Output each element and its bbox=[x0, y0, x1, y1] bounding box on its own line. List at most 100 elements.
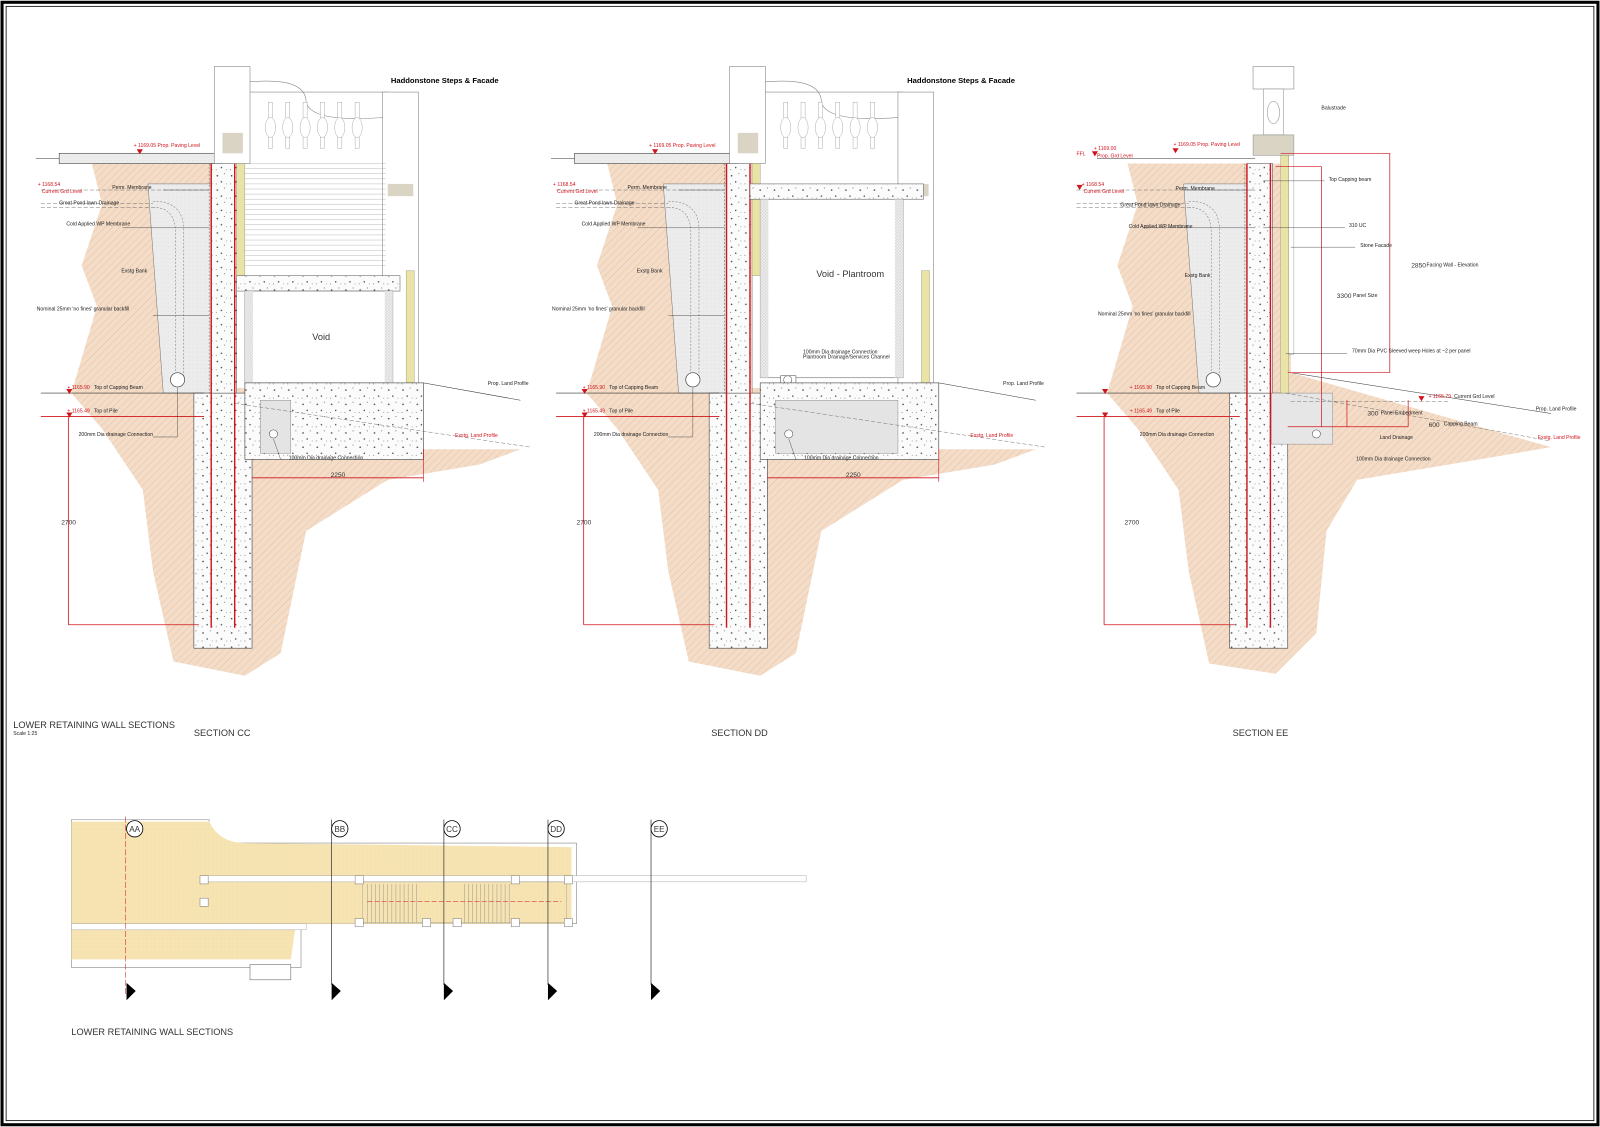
suspended-slab bbox=[749, 183, 924, 200]
grid-marker-label: EE bbox=[654, 825, 665, 834]
section-arrow-icon bbox=[443, 982, 454, 1001]
annotation-label: 200mm Dia drainage Connection bbox=[79, 432, 154, 438]
baluster-bulb bbox=[780, 117, 792, 138]
pier-plan bbox=[452, 918, 462, 928]
annotation-label: Cold Applied WP Membrane bbox=[582, 222, 646, 228]
pier-plan bbox=[564, 918, 573, 928]
blockwork-wall bbox=[384, 291, 393, 383]
concrete-pile bbox=[708, 392, 768, 649]
retaining-wall-stem bbox=[1246, 163, 1273, 394]
annotation-label: 200mm Dia drainage Connection bbox=[594, 432, 669, 438]
section-arrow-icon bbox=[651, 982, 661, 1001]
blockwork-wall bbox=[760, 199, 769, 378]
annotation-label: Exstg Bank bbox=[637, 269, 663, 275]
annotation-label: Current Grd Level bbox=[42, 189, 82, 195]
annotation-label: Land Drainage bbox=[1380, 435, 1414, 441]
annotation-label: + 1165.49 bbox=[67, 408, 90, 414]
capping-stone bbox=[1252, 134, 1295, 156]
annotation-label: Stone Facade bbox=[1360, 243, 1392, 249]
level-marker-icon bbox=[1172, 148, 1179, 154]
level-marker-icon bbox=[581, 412, 588, 418]
annotation-label: Current Grd Level bbox=[1084, 189, 1124, 195]
stone-facade bbox=[405, 270, 415, 384]
plantroom-void bbox=[759, 198, 904, 379]
pier-plan bbox=[354, 875, 364, 885]
section-arrow-icon bbox=[331, 982, 341, 1001]
baluster-bulb bbox=[867, 117, 878, 138]
grid-marker-label: AA bbox=[129, 825, 140, 834]
drainage-pipe bbox=[668, 207, 692, 376]
annotation-label: Plantroom Drainage/Services Channel bbox=[803, 354, 890, 360]
drainage-pipe bbox=[1188, 207, 1212, 376]
annotation-label: 100mm Dia drainage Connection bbox=[1356, 456, 1431, 462]
plan-feature bbox=[249, 964, 292, 981]
drain-pipe-section-icon bbox=[170, 372, 186, 388]
paving-slab bbox=[58, 152, 223, 164]
annotation-label: 2700 bbox=[1124, 520, 1139, 527]
baluster-bulb bbox=[299, 117, 311, 138]
annotation-label: Balustrade bbox=[1321, 105, 1346, 111]
annotation-label: Perm. Membrane bbox=[1176, 186, 1216, 192]
baluster-bulb bbox=[1267, 101, 1280, 124]
leader-line bbox=[273, 438, 281, 460]
level-marker-icon bbox=[581, 389, 588, 395]
annotation-label: 2850 bbox=[1411, 263, 1426, 270]
annotation-label: Cold Applied WP Membrane bbox=[66, 222, 130, 228]
existing-land-profile bbox=[749, 403, 1046, 448]
annotation-label: + 1169.05 Prop. Paving Level bbox=[134, 143, 201, 149]
void-space bbox=[244, 290, 394, 384]
annotation-label: 200mm Dia drainage Connection bbox=[1140, 432, 1215, 438]
annotation-label: Exstg. Land Profile bbox=[455, 433, 498, 439]
annotation-label: 300 bbox=[1367, 411, 1378, 418]
annotation-label: 2250 bbox=[331, 472, 346, 479]
annotation-label: Perm. Membrane bbox=[112, 185, 152, 191]
level-marker-icon bbox=[1418, 396, 1425, 402]
annotation-label: Top of Pile bbox=[1156, 408, 1180, 414]
drawing-scale: Scale 1:25 bbox=[13, 731, 37, 737]
annotation-label: Prop. Grd Level bbox=[1097, 153, 1133, 159]
pier-plan bbox=[564, 875, 573, 885]
annotation-label: Great Pond lawn Drainage bbox=[59, 200, 119, 206]
annotation-label: 100mm Dia drainage Connection bbox=[803, 349, 878, 355]
drainage-pipe bbox=[668, 201, 700, 376]
baluster-bulb bbox=[265, 117, 276, 138]
suspended-slab bbox=[236, 275, 401, 292]
level-marker-icon bbox=[66, 412, 73, 418]
pier-cap bbox=[737, 132, 759, 154]
leader-line bbox=[788, 438, 797, 460]
paving-slab bbox=[574, 152, 739, 164]
level-marker-icon bbox=[1091, 151, 1098, 157]
drain-pipe-section-icon bbox=[1205, 372, 1221, 388]
pier-plan bbox=[510, 875, 520, 885]
retaining-wall-stem bbox=[726, 163, 753, 394]
stone-facade bbox=[921, 270, 930, 384]
drain-connection-icon bbox=[269, 429, 278, 439]
grid-marker-label: BB bbox=[334, 825, 345, 834]
annotation-label: FFL bbox=[1077, 151, 1086, 157]
grid-marker-icon bbox=[650, 820, 668, 838]
annotation-label: 2700 bbox=[577, 520, 592, 527]
annotation-label: Exstg. Land Profile bbox=[970, 433, 1013, 439]
drawing-title: LOWER RETAINING WALL SECTIONS bbox=[13, 720, 175, 730]
section-header: Haddonstone Steps & Facade bbox=[907, 76, 1015, 85]
drainage-pipe bbox=[153, 207, 176, 376]
pier-plan bbox=[510, 918, 520, 928]
level-marker-icon bbox=[652, 149, 659, 155]
proposed-land-profile bbox=[938, 382, 1036, 401]
annotation-label: + 1168.54 bbox=[1082, 182, 1105, 188]
annotation-label: Exstg Bank bbox=[1185, 273, 1211, 279]
annotation-label: + 1169.05 Prop. Paving Level bbox=[649, 143, 716, 149]
annotation-label: Prop. Land Profile bbox=[1003, 381, 1044, 387]
annotation-label: + 1165.90 bbox=[1130, 385, 1153, 391]
retaining-wall-stem bbox=[210, 163, 237, 394]
drainage-pipe bbox=[1188, 201, 1220, 376]
baluster-bulb bbox=[832, 117, 844, 138]
annotation-label: Panel Embedment bbox=[1381, 411, 1423, 417]
stone-facade bbox=[1280, 155, 1289, 394]
annotation-label: + 1165.79 bbox=[1429, 394, 1452, 400]
annotation-label: Nominal 25mm 'no fines' granular backfil… bbox=[1098, 312, 1191, 318]
level-marker-icon bbox=[1102, 389, 1109, 395]
